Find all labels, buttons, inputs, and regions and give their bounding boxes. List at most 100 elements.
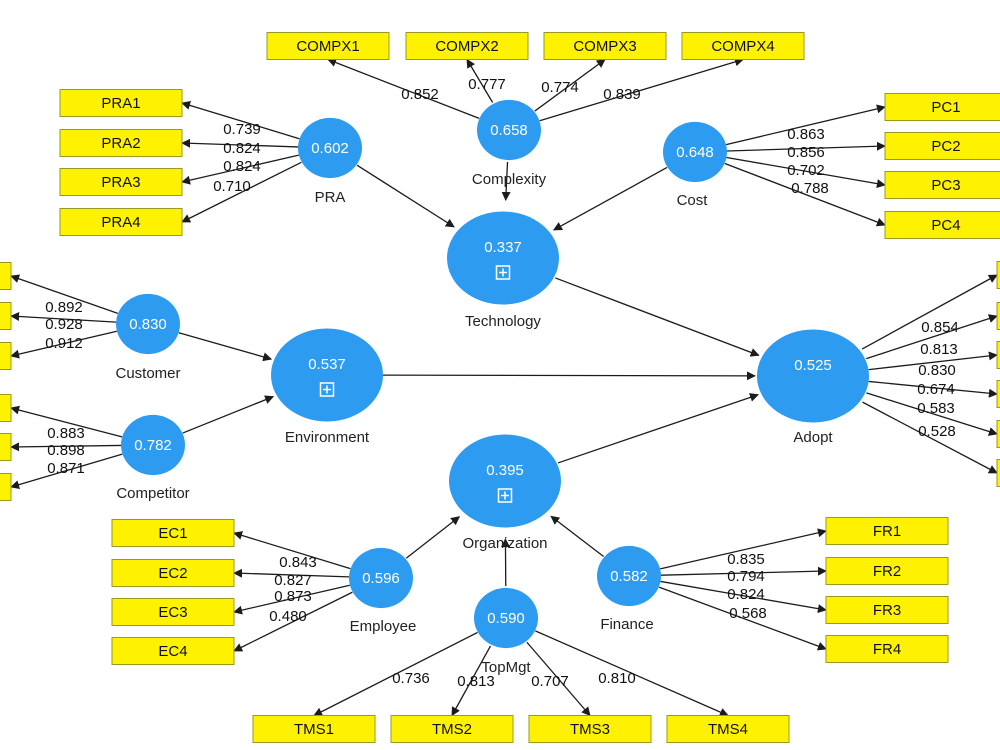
latent-node-employee[interactable]: 0.596 <box>349 547 413 609</box>
indicator-employee-4[interactable]: EC4 <box>111 637 235 665</box>
indicator-employee-1[interactable]: EC1 <box>111 519 235 547</box>
path-pra-to-technology <box>356 164 455 228</box>
latent-node-competitor[interactable]: 0.782 <box>121 414 185 476</box>
indicator-cost-2[interactable]: PC2 <box>884 132 1000 160</box>
loading-label-competitor-1: 0.883 <box>47 425 85 442</box>
indicator-finance-2[interactable]: FR2 <box>825 557 949 585</box>
indicator-adopt-4[interactable] <box>996 380 1000 408</box>
latent-circle <box>271 328 383 422</box>
loading-edge-competitor-2 <box>10 442 122 452</box>
indicator-label: TMS3 <box>570 721 610 738</box>
loading-edge-pra-4 <box>181 161 302 223</box>
indicator-box <box>111 559 235 587</box>
indicator-adopt-3[interactable] <box>996 341 1000 369</box>
latent-node-organization[interactable]: 0.395 <box>449 434 561 528</box>
latent-node-customer[interactable]: 0.830 <box>116 293 180 355</box>
r-squared-value: 0.537 <box>308 356 346 373</box>
indicator-adopt-1[interactable] <box>996 261 1000 289</box>
indicator-adopt-2[interactable] <box>996 302 1000 330</box>
indicator-adopt-5[interactable] <box>996 420 1000 448</box>
indicator-pra-4[interactable]: PRA4 <box>59 208 183 236</box>
r-squared-value: 0.782 <box>134 437 172 454</box>
indicator-cost-4[interactable]: PC4 <box>884 211 1000 239</box>
path-organization-to-adopt <box>557 393 759 464</box>
path-environment-to-adopt <box>382 371 756 381</box>
indicator-label: PRA3 <box>101 174 140 191</box>
expand-icon[interactable] <box>319 382 335 397</box>
indicator-topmgt-2[interactable]: TMS2 <box>390 715 514 743</box>
indicator-pra-3[interactable]: PRA3 <box>59 168 183 196</box>
latent-circle <box>449 434 561 528</box>
loading-label-employee-3: 0.873 <box>274 588 312 605</box>
loading-edge-adopt-5 <box>866 392 998 436</box>
indicator-customer-2[interactable] <box>0 302 12 330</box>
loading-label-cost-2: 0.856 <box>787 144 825 161</box>
indicator-adopt-6[interactable] <box>996 459 1000 487</box>
loading-edge-adopt-6 <box>862 401 998 474</box>
loading-label-finance-4: 0.568 <box>729 605 767 622</box>
indicator-complexity-4[interactable]: COMPX4 <box>681 32 805 60</box>
indicator-competitor-1[interactable] <box>0 394 12 422</box>
latent-node-pra[interactable]: 0.602 <box>298 117 362 179</box>
latent-label-organization: Organization <box>462 535 547 552</box>
loading-label-finance-1: 0.835 <box>727 551 765 568</box>
indicator-pra-1[interactable]: PRA1 <box>59 89 183 117</box>
loading-label-adopt-6: 0.528 <box>918 423 956 440</box>
loading-edge-complexity-4 <box>539 57 744 122</box>
indicator-finance-4[interactable]: FR4 <box>825 635 949 663</box>
loading-label-topmgt-4: 0.810 <box>598 670 636 687</box>
indicator-label: PC3 <box>931 177 960 194</box>
loading-edge-employee-4 <box>233 591 353 652</box>
path-employee-to-organization <box>405 516 461 559</box>
loading-edge-pra-3 <box>181 154 299 185</box>
indicator-box <box>266 32 390 60</box>
indicator-cost-3[interactable]: PC3 <box>884 171 1000 199</box>
indicator-customer-3[interactable] <box>0 342 12 370</box>
indicator-complexity-2[interactable]: COMPX2 <box>405 32 529 60</box>
latent-node-environment[interactable]: 0.537 <box>271 328 383 422</box>
indicator-finance-1[interactable]: FR1 <box>825 517 949 545</box>
expand-icon[interactable] <box>497 488 513 503</box>
indicator-box <box>0 473 12 501</box>
latent-node-complexity[interactable]: 0.658 <box>477 99 541 161</box>
indicator-employee-3[interactable]: EC3 <box>111 598 235 626</box>
indicator-box <box>996 341 1000 369</box>
loading-label-employee-4: 0.480 <box>269 608 307 625</box>
loading-edge-customer-3 <box>10 330 117 359</box>
loading-edge-complexity-3 <box>534 58 606 112</box>
expand-icon[interactable] <box>495 265 511 280</box>
latent-node-adopt[interactable]: 0.525 <box>757 329 869 423</box>
indicator-label: PRA2 <box>101 135 140 152</box>
latent-node-cost[interactable]: 0.648 <box>663 121 727 183</box>
indicator-label: PC1 <box>931 99 960 116</box>
indicator-box <box>59 89 183 117</box>
indicator-topmgt-4[interactable]: TMS4 <box>666 715 790 743</box>
indicator-topmgt-3[interactable]: TMS3 <box>528 715 652 743</box>
latent-label-employee: Employee <box>350 618 417 635</box>
indicator-complexity-1[interactable]: COMPX1 <box>266 32 390 60</box>
indicator-box <box>996 380 1000 408</box>
loading-label-cost-3: 0.702 <box>787 162 825 179</box>
indicator-box <box>884 171 1000 199</box>
latent-node-technology[interactable]: 0.337 <box>447 211 559 305</box>
r-squared-value: 0.395 <box>486 462 524 479</box>
indicator-competitor-2[interactable] <box>0 433 12 461</box>
indicator-cost-1[interactable]: PC1 <box>884 93 1000 121</box>
indicator-box <box>111 598 235 626</box>
indicator-employee-2[interactable]: EC2 <box>111 559 235 587</box>
indicator-topmgt-1[interactable]: TMS1 <box>252 715 376 743</box>
indicator-customer-1[interactable] <box>0 262 12 290</box>
latent-node-finance[interactable]: 0.582 <box>597 545 661 607</box>
latent-node-topmgt[interactable]: 0.590 <box>474 587 538 649</box>
loading-edge-cost-1 <box>725 104 886 146</box>
indicator-finance-3[interactable]: FR3 <box>825 596 949 624</box>
r-squared-value: 0.525 <box>794 357 832 374</box>
latent-label-adopt: Adopt <box>793 429 833 446</box>
indicator-complexity-3[interactable]: COMPX3 <box>543 32 667 60</box>
loading-label-topmgt-1: 0.736 <box>392 670 430 687</box>
latent-label-environment: Environment <box>285 429 370 446</box>
loading-label-adopt-4: 0.674 <box>917 381 955 398</box>
path-finance-to-organization <box>550 515 604 558</box>
indicator-competitor-3[interactable] <box>0 473 12 501</box>
indicator-pra-2[interactable]: PRA2 <box>59 129 183 157</box>
